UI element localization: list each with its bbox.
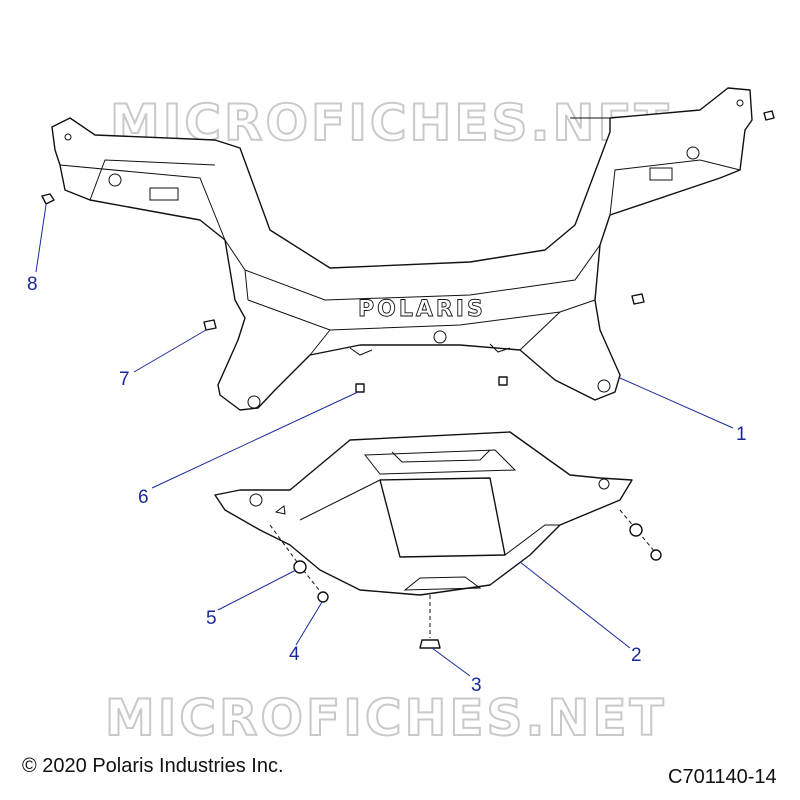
diagram-code: C701140-14 <box>668 766 777 788</box>
skid-plate <box>214 431 633 596</box>
callout-labels: 1 2 3 4 5 6 7 8 <box>27 274 747 696</box>
callout-4: 4 <box>289 644 300 665</box>
nut-8-icon <box>41 193 55 205</box>
screw-right-icon <box>631 293 645 305</box>
clip-6b-icon <box>498 376 508 386</box>
leader-lines <box>35 204 734 677</box>
callout-2: 2 <box>631 645 642 666</box>
polaris-logo: POLARIS <box>358 297 486 322</box>
front-bumper-frame: POLARIS <box>51 87 753 411</box>
clip-6a-icon <box>355 383 365 393</box>
clip-7-icon <box>203 319 217 331</box>
screw-right-lower-icon <box>650 549 662 561</box>
screw-top-right-icon <box>763 110 775 121</box>
callout-7: 7 <box>119 369 130 390</box>
copyright-text: © 2020 Polaris Industries Inc. <box>22 755 284 777</box>
callout-6: 6 <box>138 487 149 508</box>
nut-3-icon <box>419 639 441 649</box>
hardware-fasteners <box>41 110 775 649</box>
callout-8: 8 <box>27 274 38 295</box>
screw-4-icon <box>317 591 329 603</box>
callout-3: 3 <box>471 675 482 696</box>
callout-5: 5 <box>206 608 217 629</box>
watermark-bottom: MICROFICHES.NET <box>105 689 667 747</box>
callout-1: 1 <box>736 424 747 445</box>
washer-5-icon <box>293 560 307 574</box>
washer-right-icon <box>629 523 643 537</box>
